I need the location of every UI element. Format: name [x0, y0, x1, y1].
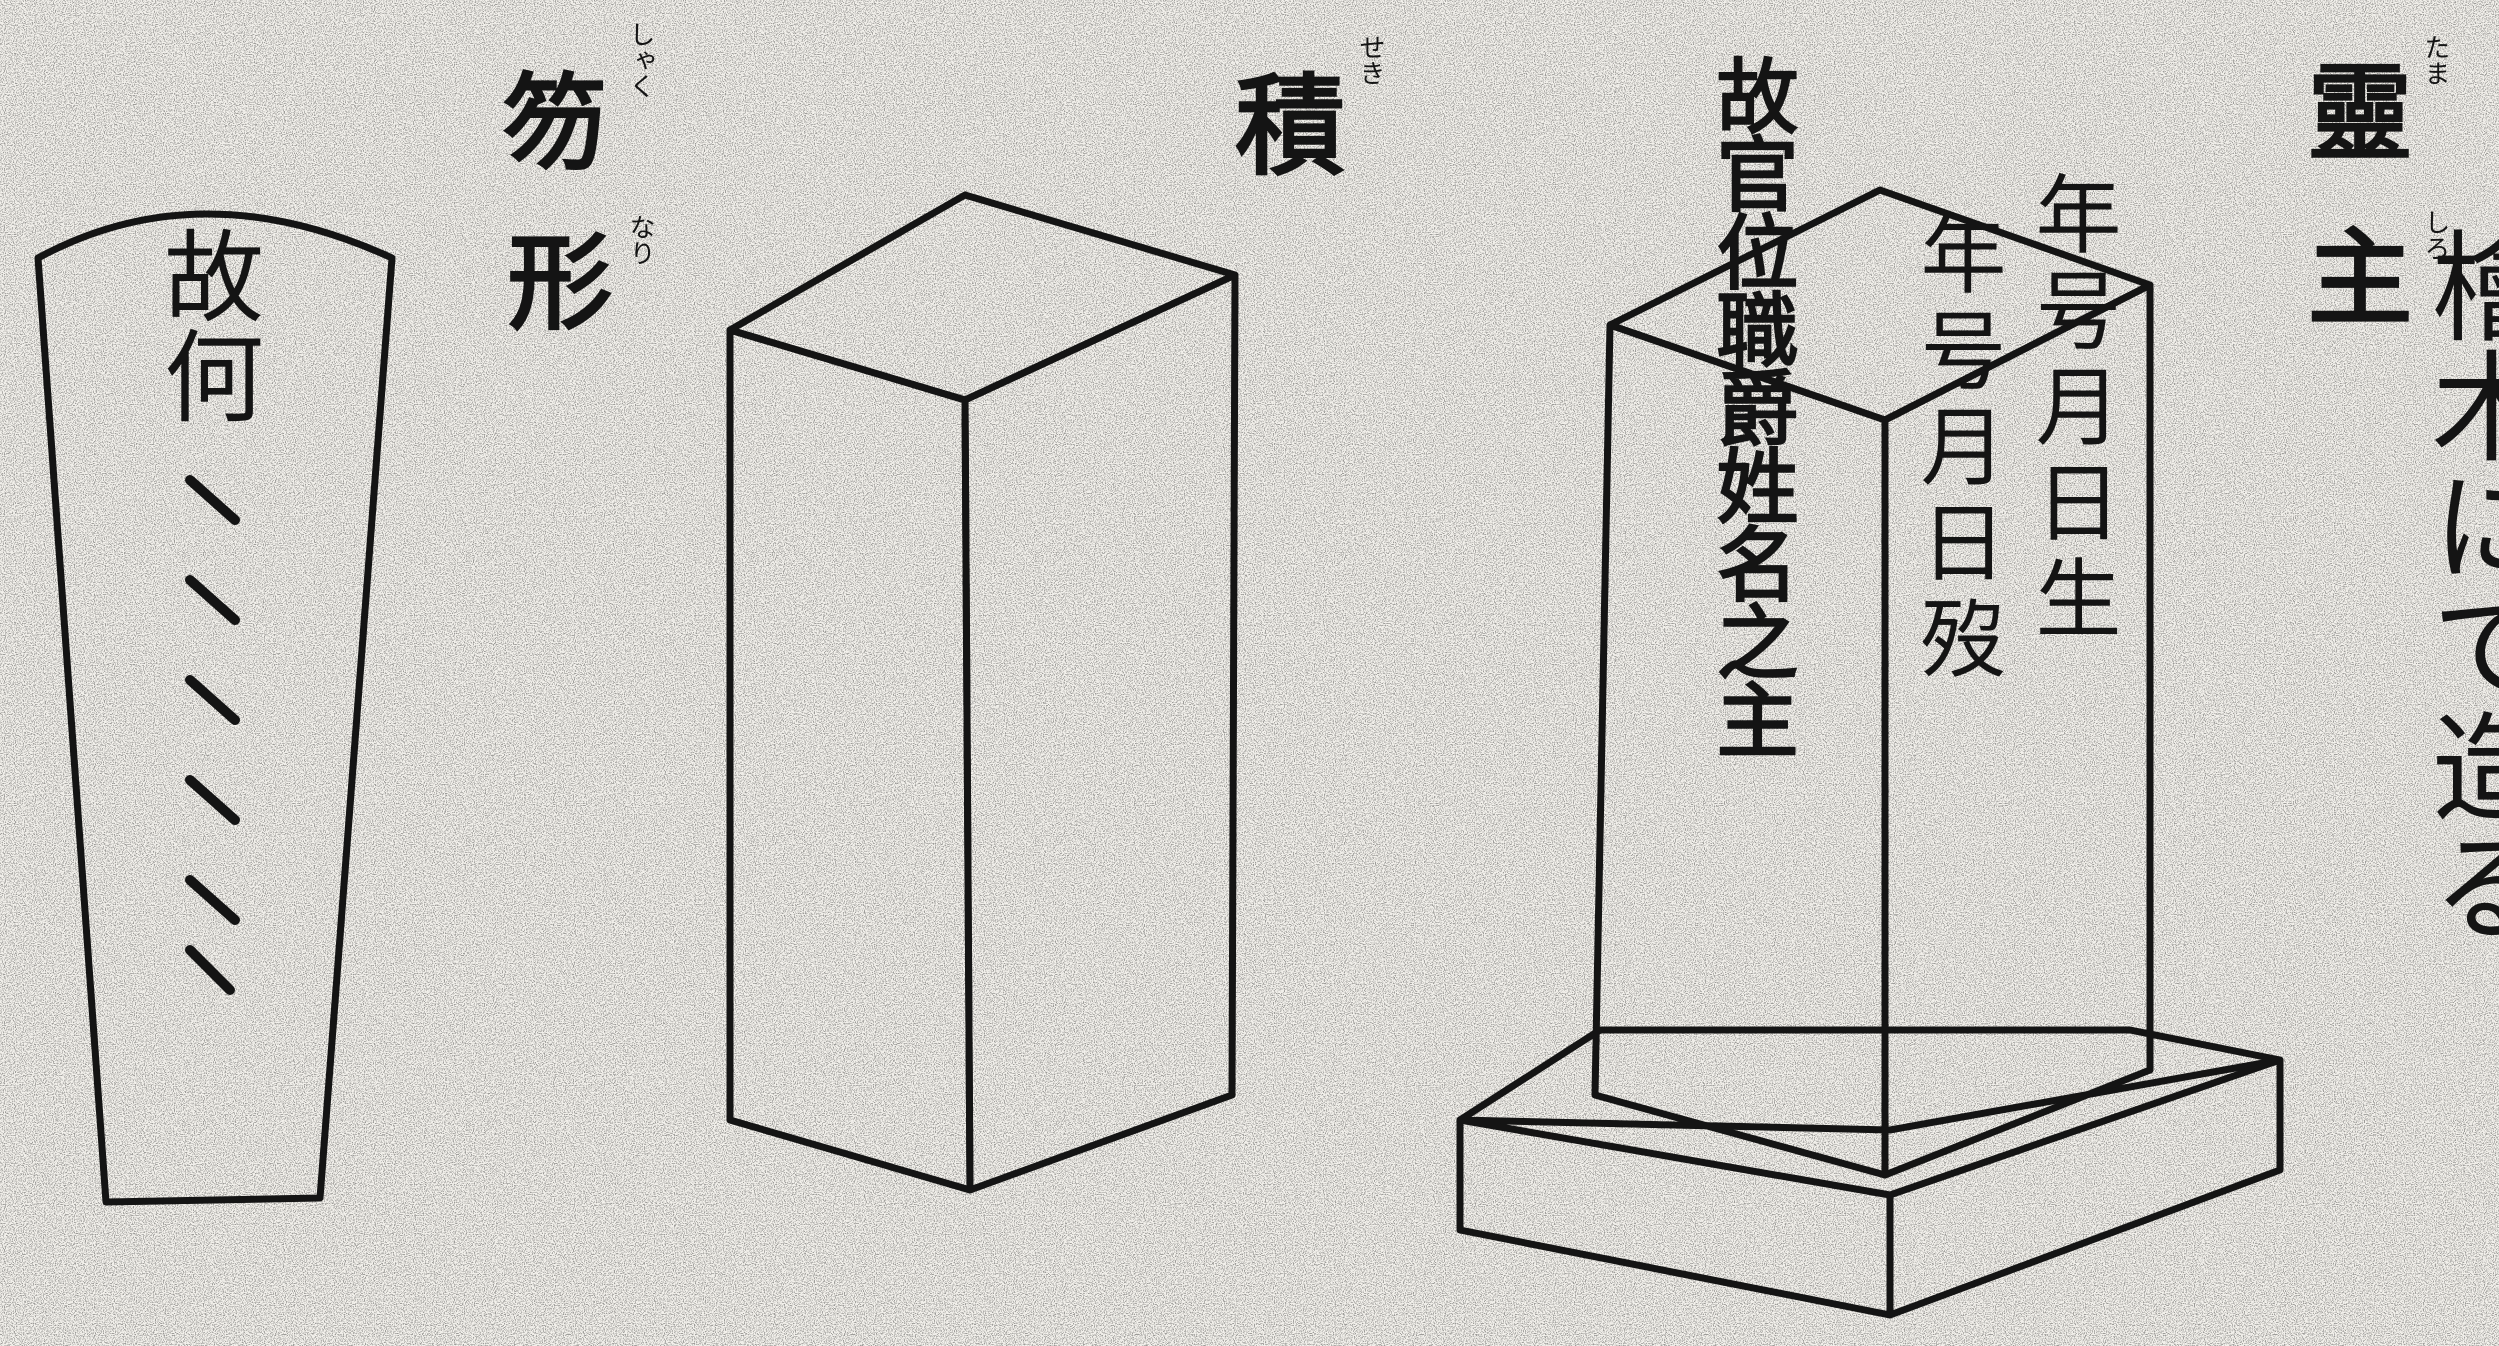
- shaku-tablet-caption: 故何: [147, 225, 264, 425]
- shiro-label: 主: [2307, 216, 2412, 340]
- stone-pillar-right-face: [1881, 281, 2154, 1179]
- nari-label-ruby: なり: [625, 214, 655, 266]
- dash-mark: [185, 775, 240, 825]
- dash-mark: [185, 875, 240, 925]
- shiro-label-ruby: しろ: [2420, 209, 2450, 261]
- stone-inscription-birth: 年号月日生: [2020, 170, 2120, 650]
- shaku-label-ruby: しゃく: [625, 21, 655, 99]
- tama-label: 靈: [2307, 51, 2412, 175]
- seki-label: 積: [1235, 62, 1345, 191]
- shaku-tablet-outline: [34, 210, 396, 1206]
- shaku-label: 笏: [502, 61, 607, 185]
- stone-inscription-death: 年号月日歿: [1905, 210, 2005, 690]
- shaku-tablet-figure: [34, 210, 396, 1206]
- nari-label: 形: [507, 221, 612, 345]
- dash-mark: [185, 675, 240, 725]
- stone-base-top: [1456, 1026, 2284, 1134]
- dash-mark: [185, 575, 240, 625]
- side-note: 檜木にて造る: [2411, 225, 2499, 945]
- tama-label-ruby: たま: [2420, 34, 2450, 86]
- plain-block-figure: [726, 191, 1239, 1194]
- shaku-tablet-dashes: [185, 475, 240, 995]
- dash-mark: [185, 945, 235, 995]
- memorial-stone-figure: [1456, 186, 2284, 1319]
- plain-block-right-face: [961, 271, 1239, 1194]
- stone-base-front-right: [1886, 1056, 2284, 1319]
- stone-inscription-name: 故官位職爵姓名之主: [1702, 54, 1798, 756]
- dash-mark: [185, 475, 240, 525]
- seki-label-ruby: せき: [1355, 34, 1385, 86]
